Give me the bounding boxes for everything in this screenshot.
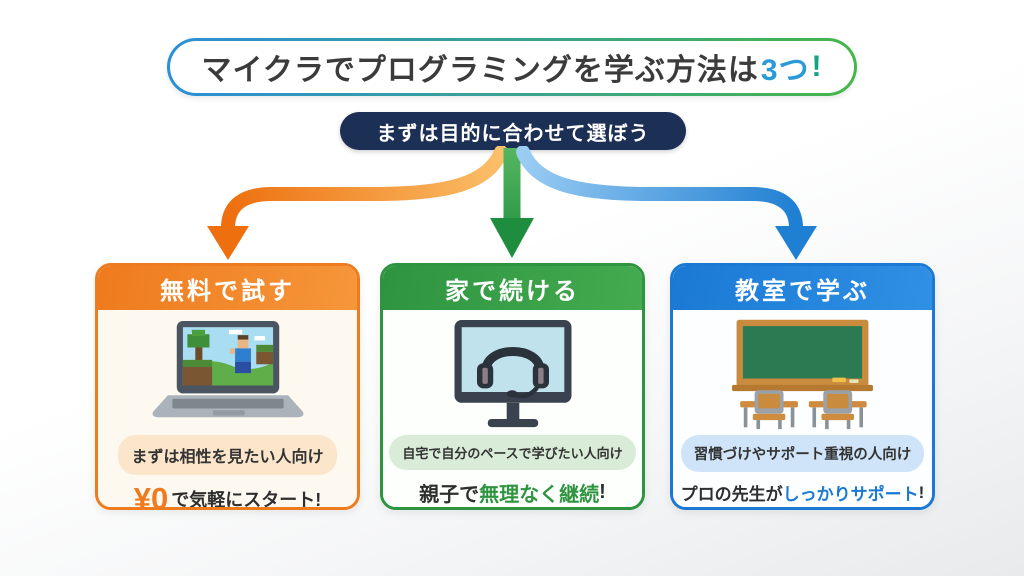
card-continue-home-body: 自宅で自分のペースで学びたい人向け 親子で 無理なく継続 ! — [383, 310, 642, 507]
monitor-headset-illustration — [423, 315, 603, 433]
arrow-left-orange — [207, 146, 508, 260]
title-count-highlight: 3つ — [760, 54, 810, 87]
card-try-free-audience: まずは相性を見たい人向け — [118, 435, 337, 475]
title-exclamation: ! — [811, 50, 823, 83]
tagline-price-highlight: ¥0 — [133, 481, 169, 510]
card-learn-classroom-body: 習慣づけやサポート重視の人向け プロの先生が しっかりサポート ! — [673, 310, 932, 507]
tagline-exclamation: ! — [599, 481, 606, 503]
laptop-minecraft-illustration — [122, 315, 334, 433]
tagline-highlight: 無理なく継続 — [479, 484, 600, 506]
card-continue-home-tagline: 親子で 無理なく継続 ! — [419, 478, 606, 507]
card-learn-classroom: 教室で学ぶ — [670, 263, 935, 510]
card-learn-classroom-header: 教室で学ぶ — [673, 266, 932, 310]
card-learn-classroom-tagline: プロの先生が しっかりサポート ! — [681, 480, 925, 505]
tagline-highlight: しっかりサポート — [782, 485, 919, 504]
branch-arrows — [207, 146, 817, 260]
tagline-text: プロの先生が — [680, 485, 783, 504]
subtitle-text: まずは目的に合わせて選ぼう — [376, 122, 650, 145]
card-continue-home: 家で続ける 自宅で自分のペースで学びたい人向け — [380, 263, 645, 510]
card-try-free-header: 無料で試す — [98, 266, 357, 310]
card-try-free: 無料で試す — [95, 263, 360, 510]
card-learn-classroom-audience: 習慣づけやサポート重視の人向け — [680, 435, 925, 472]
title-text: マイクラでプログラミングを学ぶ方法は — [201, 54, 759, 87]
arrow-center-green — [490, 148, 534, 258]
title-text-row: マイクラでプログラミングを学ぶ方法は 3つ ! — [170, 41, 854, 93]
card-continue-home-header: 家で続ける — [383, 266, 642, 310]
classroom-illustration — [705, 315, 900, 433]
card-continue-home-audience: 自宅で自分のペースで学びたい人向け — [389, 435, 636, 470]
subtitle-banner: まずは目的に合わせて選ぼう — [340, 112, 686, 150]
tagline-exclamation: ! — [918, 482, 925, 502]
card-try-free-body: まずは相性を見たい人向け ¥0 で気軽にスタート! — [98, 310, 357, 510]
arrow-right-blue — [516, 146, 817, 260]
card-try-free-tagline: ¥0 で気軽にスタート! — [133, 481, 322, 510]
title-banner: マイクラでプログラミングを学ぶ方法は 3つ ! — [167, 38, 857, 96]
tagline-text: で気軽にスタート! — [171, 489, 322, 510]
tagline-text: 親子で — [419, 484, 480, 506]
